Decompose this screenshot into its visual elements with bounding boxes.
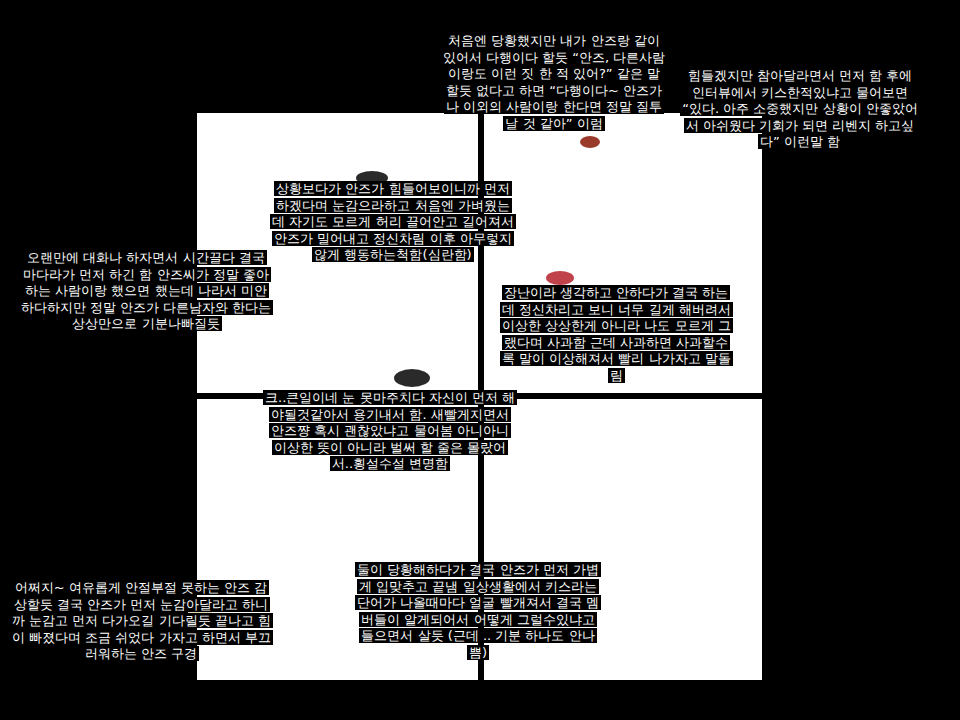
note-text: 둘이 당황해하다가 결국 안즈가 먼저 가볍게 입맞추고 끝냄 일상생활에서 키… <box>355 562 601 660</box>
plot-area <box>197 113 762 680</box>
note-bottom: 둘이 당황해하다가 결국 안즈가 먼저 가볍게 입맞추고 끝냄 일상생활에서 키… <box>353 562 603 661</box>
note-text: 처음엔 당황했지만 내가 안즈랑 같이 있어서 다행이다 할듯 “안즈, 다른사… <box>441 33 667 131</box>
note-left: 오랜만에 대화나 하자면서 시간끌다 결국 마다라가 먼저 하긴 함 안즈씨가 … <box>18 250 274 333</box>
note-center: 크..큰일이네 눈 못마주치다 자신이 먼저 해야될것같아서 용기내서 함. 새… <box>262 390 518 473</box>
note-text: 오랜만에 대화나 하자면서 시간끌다 결국 마다라가 먼저 하긴 함 안즈씨가 … <box>19 250 274 331</box>
character-sprites <box>188 136 600 620</box>
note-text: 힘들겠지만 참아달라면서 먼저 함 후에 인터뷰에서 키스한적있냐고 물어보면 … <box>680 68 919 149</box>
note-bottom-left: 어쩌지~ 여유롭게 안절부절 못하는 안즈 감상할듯 결국 안즈가 먼저 눈감아… <box>10 580 272 663</box>
note-upper-left: 상황보다가 안즈가 힘들어보이니까 먼저 하겠다며 눈감으라하고 처음엔 가벼웠… <box>270 181 516 264</box>
note-upper-right: 장난이라 생각하고 안하다가 결국 하는데 정신차리고 보니 너무 길게 해버려… <box>500 285 732 384</box>
note-text: 크..큰일이네 눈 못마주치다 자신이 먼저 해야될것같아서 용기내서 함. 새… <box>263 390 517 471</box>
note-text: 장난이라 생각하고 안하다가 결국 하는데 정신차리고 보니 너무 길게 해버려… <box>500 285 733 383</box>
note-text: 상황보다가 안즈가 힘들어보이니까 먼저 하겠다며 눈감으라하고 처음엔 가벼웠… <box>270 181 516 262</box>
note-text: 어쩌지~ 여유롭게 안절부절 못하는 안즈 감상할듯 결국 안즈가 먼저 눈감아… <box>10 580 273 661</box>
note-top-right: 힘들겠지만 참아달라면서 먼저 함 후에 인터뷰에서 키스한적있냐고 물어보면 … <box>680 68 920 151</box>
note-top: 처음엔 당황했지만 내가 안즈랑 같이 있어서 다행이다 할듯 “안즈, 다른사… <box>440 33 668 132</box>
